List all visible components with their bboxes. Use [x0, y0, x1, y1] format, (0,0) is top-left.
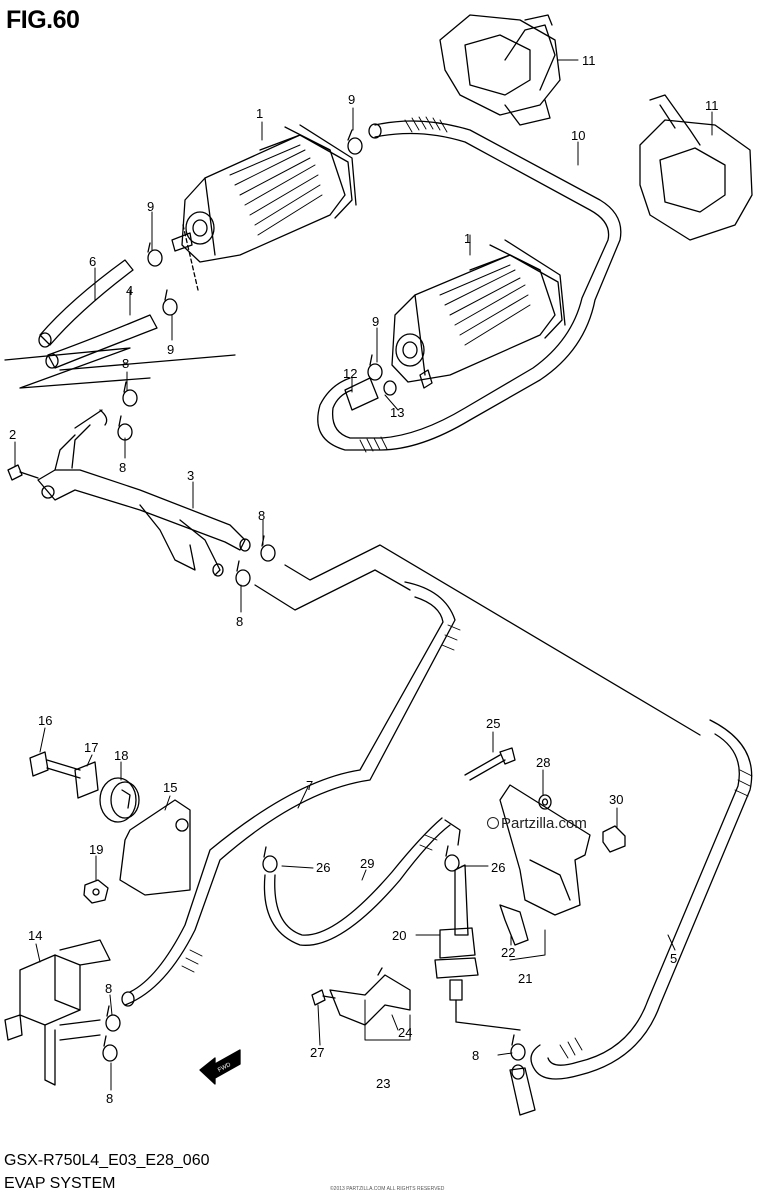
hose-break-marker — [4, 347, 151, 389]
callout-13: 13 — [390, 405, 404, 420]
callout-2: 2 — [9, 427, 16, 442]
washer-28[interactable] — [538, 794, 552, 810]
callout-15: 15 — [163, 780, 177, 795]
callout-8: 8 — [236, 614, 243, 629]
canister-lower[interactable] — [391, 239, 566, 389]
callout-20: 20 — [392, 928, 406, 943]
clamp-8-b[interactable] — [117, 415, 133, 441]
fine-print: ©2013 PARTZILLA.COM ALL RIGHTS RESERVED — [330, 1186, 445, 1192]
clamp-9-a[interactable] — [347, 129, 363, 155]
callout-9: 9 — [348, 92, 355, 107]
callout-6: 6 — [89, 254, 96, 269]
bolt-27[interactable] — [311, 989, 336, 1006]
callout-21: 21 — [518, 971, 532, 986]
fwd-arrow-icon: FWD — [199, 1049, 241, 1085]
callout-1: 1 — [256, 106, 263, 121]
purge-valve-14[interactable] — [4, 939, 111, 1086]
canister-holder-upper[interactable] — [439, 14, 561, 126]
clamp-8-f[interactable] — [102, 1035, 118, 1062]
clamp-8-e[interactable] — [105, 1005, 121, 1032]
hose-12[interactable] — [344, 377, 379, 411]
callout-4: 4 — [126, 283, 133, 298]
hose-6[interactable] — [38, 259, 134, 348]
model-code: GSX-R750L4_E03_E28_060 — [4, 1152, 210, 1169]
clamp-13[interactable] — [383, 380, 397, 396]
callout-26: 26 — [316, 860, 330, 875]
clamp-9-d[interactable] — [367, 354, 383, 381]
callout-23: 23 — [376, 1076, 390, 1091]
hose-break-line — [59, 354, 236, 371]
callout-19: 19 — [89, 842, 103, 857]
clamp-26-a[interactable] — [262, 846, 278, 873]
callout-17: 17 — [84, 740, 98, 755]
system-name: EVAP SYSTEM — [4, 1175, 116, 1192]
callout-8: 8 — [472, 1048, 479, 1063]
callout-29: 29 — [360, 856, 374, 871]
callout-16: 16 — [38, 713, 52, 728]
callout-11: 11 — [705, 98, 719, 113]
callout-8: 8 — [258, 508, 265, 523]
rollover-valve-20[interactable] — [434, 864, 521, 1031]
bracket-21[interactable] — [499, 784, 591, 916]
nut-19[interactable] — [83, 879, 109, 904]
callout-25: 25 — [486, 716, 500, 731]
callout-7: 7 — [306, 778, 313, 793]
watermark-text: Partzilla.com — [501, 815, 587, 832]
callout-5: 5 — [670, 951, 677, 966]
bracket-15[interactable] — [119, 799, 191, 896]
hose-7[interactable] — [121, 569, 461, 1007]
callout-18: 18 — [114, 748, 128, 763]
callout-10: 10 — [571, 128, 585, 143]
damper-18[interactable] — [99, 777, 140, 823]
callout-9: 9 — [167, 342, 174, 357]
callout-labels: 1 1 2 3 4 5 6 7 8 8 8 8 8 8 8 9 9 9 9 10… — [9, 53, 719, 1106]
clip-22[interactable] — [499, 904, 529, 946]
callout-1: 1 — [464, 231, 471, 246]
callout-12: 12 — [343, 366, 357, 381]
bolt-2[interactable] — [7, 464, 39, 481]
leader-dashed — [182, 224, 199, 291]
callout-27: 27 — [310, 1045, 324, 1060]
clamp-9-c[interactable] — [162, 289, 178, 316]
pipe-assembly-3[interactable] — [37, 409, 251, 577]
bracket-24[interactable] — [329, 967, 411, 1026]
hose-joint-lower[interactable] — [509, 1064, 536, 1116]
clamp-8-a[interactable] — [122, 381, 138, 407]
callout-8: 8 — [122, 356, 129, 371]
callout-11: 11 — [582, 53, 596, 68]
canister-holder-lower[interactable] — [639, 94, 753, 241]
clamp-9-b[interactable] — [147, 242, 163, 267]
callout-26: 26 — [491, 860, 505, 875]
canister-upper[interactable] — [171, 124, 357, 263]
callout-8: 8 — [119, 460, 126, 475]
callout-30: 30 — [609, 792, 623, 807]
watermark: Partzilla.com — [487, 815, 587, 832]
rivet-25[interactable] — [464, 747, 516, 781]
callout-9: 9 — [372, 314, 379, 329]
callout-22: 22 — [501, 945, 515, 960]
leader-lines — [14, 59, 713, 1091]
callout-24: 24 — [398, 1025, 412, 1040]
callout-8: 8 — [105, 981, 112, 996]
callout-8: 8 — [106, 1091, 113, 1106]
collar-17[interactable] — [74, 761, 99, 799]
callout-9: 9 — [147, 199, 154, 214]
clamp-8-d[interactable] — [235, 560, 251, 587]
hose-4[interactable] — [45, 314, 158, 369]
hose-10[interactable] — [317, 116, 622, 453]
figure-title: FIG.60 — [6, 6, 80, 34]
hose-29[interactable] — [263, 817, 461, 946]
clamp-8-g[interactable] — [510, 1034, 526, 1061]
callout-14: 14 — [28, 928, 42, 943]
clamp-26-b[interactable] — [444, 845, 460, 872]
partzilla-logo-icon — [487, 817, 499, 829]
callout-3: 3 — [187, 468, 194, 483]
hose-5[interactable] — [284, 544, 753, 1080]
cap-30[interactable] — [602, 825, 626, 853]
bolt-16[interactable] — [29, 751, 81, 779]
callout-28: 28 — [536, 755, 550, 770]
